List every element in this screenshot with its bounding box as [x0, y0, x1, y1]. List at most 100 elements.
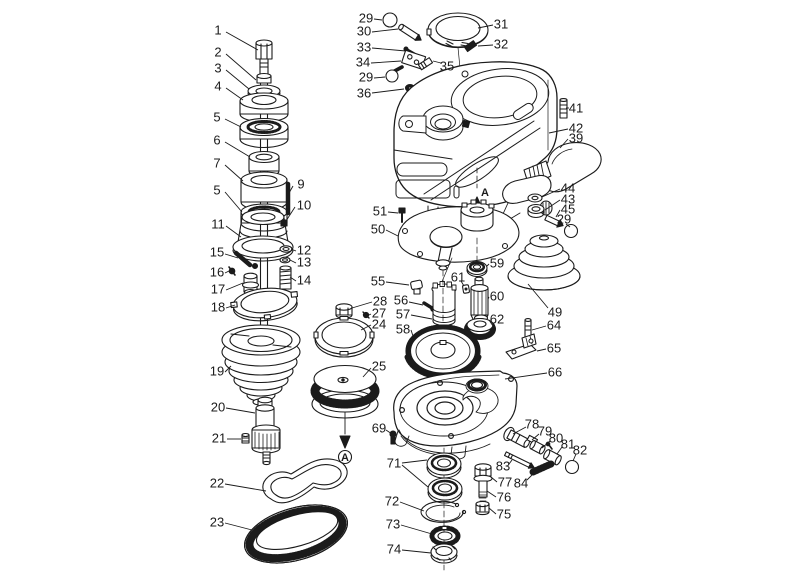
- part-callout-69-57: 69: [372, 421, 386, 436]
- part-callout-29-42: 29: [557, 212, 571, 227]
- part-callout-61-52: 61: [451, 270, 465, 285]
- leader-line-part-25: [362, 367, 372, 378]
- leader-line-part-33: [371, 47, 407, 52]
- part-43-nut-drawing: [527, 203, 545, 219]
- part-80-bushing-drawing: [529, 440, 546, 455]
- part-callout-74-61: 74: [387, 542, 401, 557]
- part-callout-79-66: 79: [538, 424, 552, 439]
- part-35-screw-drawing: [417, 57, 434, 71]
- leader-line-part-5: [224, 191, 243, 213]
- part-callout-66-56: 66: [548, 365, 562, 380]
- leader-line-part-43: [544, 199, 561, 211]
- leader-line-part-30: [371, 28, 399, 33]
- part-82-ball-drawing: [564, 459, 580, 475]
- part-callout-17-16: 17: [211, 282, 225, 297]
- leader-line-part-82: [572, 453, 577, 462]
- leader-line-part-64: [531, 325, 547, 331]
- part-5-bearing-upper-drawing: [239, 117, 289, 149]
- leader-line-part-4: [225, 87, 244, 101]
- part-4-flanged-housing-drawing: [239, 92, 289, 123]
- leader-line-part-23: [224, 522, 253, 531]
- part-callout-81-68: 81: [561, 437, 575, 452]
- leader-line-part-49: [527, 283, 549, 309]
- ref-marker-A-circled: A: [341, 452, 349, 464]
- part-callout-82-69: 82: [573, 443, 587, 458]
- part-callout-33-29: 33: [357, 40, 371, 55]
- part-callout-35-35: 35: [440, 59, 454, 74]
- leader-line-part-58: [410, 329, 415, 340]
- leader-line-part-51: [387, 211, 399, 214]
- leader-line-part-39: [559, 138, 569, 149]
- leader-line-part-71: [401, 464, 429, 488]
- part-callout-51-45: 51: [373, 204, 387, 219]
- part-callout-12-11: 12: [297, 243, 311, 258]
- part-58-main-gear-drawing: [404, 324, 482, 380]
- leader-line-part-13: [289, 259, 297, 264]
- part-29-ball-top-drawing: [382, 12, 398, 28]
- leader-line-part-84: [526, 472, 535, 481]
- part-callout-60-51: 60: [490, 289, 504, 304]
- part-callout-28-26: 28: [373, 294, 387, 309]
- part-callout-1-0: 1: [214, 23, 221, 38]
- part-20-splined-shaft-drawing: [251, 396, 281, 466]
- part-69-screw-drawing: [389, 430, 397, 445]
- part-13-ring-drawing: [279, 256, 291, 264]
- part-callout-3-2: 3: [214, 61, 221, 76]
- part-callout-34-30: 34: [356, 55, 370, 70]
- part-callout-55-46: 55: [371, 274, 385, 289]
- part-27-setscrew-drawing: [362, 311, 370, 319]
- part-45-pin-drawing: [544, 214, 564, 228]
- part-71-bearing-upper-drawing: [426, 452, 462, 479]
- part-callout-22-21: 22: [210, 476, 224, 491]
- part-callout-29-31: 29: [359, 70, 373, 85]
- part-15-pin-drawing: [233, 250, 259, 270]
- part-callout-43-40: 43: [561, 192, 575, 207]
- part-callout-7-6: 7: [213, 156, 220, 171]
- leader-line-part-76: [486, 490, 497, 498]
- part-callout-14-13: 14: [297, 273, 311, 288]
- leader-line-part-61: [460, 280, 465, 287]
- part-6-spacer-ring-drawing: [248, 150, 280, 178]
- part-23-toothed-belt-drawing: [244, 504, 348, 564]
- part-callout-42-37: 42: [569, 121, 583, 136]
- leader-line-part-81: [556, 446, 563, 455]
- part-66-gear-housing-drawing: [393, 370, 518, 460]
- part-84-spring-drawing: [529, 460, 555, 476]
- part-callout-72-59: 72: [385, 494, 399, 509]
- part-callout-36-32: 36: [357, 86, 371, 101]
- part-callout-39-38: 39: [569, 131, 583, 146]
- leader-line-part-16: [224, 270, 230, 274]
- leader-line-part-79: [531, 433, 540, 441]
- leader-line-part-6: [224, 141, 251, 158]
- part-18-ring-drawing: [230, 287, 299, 322]
- leader-line-part-19: [224, 365, 232, 373]
- part-76-bolt-shank-drawing: [478, 480, 488, 502]
- leader-line-part-59: [486, 263, 490, 267]
- leader-line-part-44: [541, 188, 561, 198]
- centerline-ring-to-opening: [457, 47, 461, 69]
- part-callout-59-50: 59: [490, 256, 504, 271]
- part-callout-84-71: 84: [514, 476, 528, 491]
- part-57-clutch-sleeve-drawing: [431, 281, 457, 327]
- leader-line-part-78: [512, 426, 527, 435]
- part-callout-78-65: 78: [525, 417, 539, 432]
- part-callout-75-62: 75: [497, 507, 511, 522]
- leader-line-part-1: [225, 31, 259, 51]
- part-14-spring-drawing: [279, 265, 292, 290]
- leader-line-part-72: [399, 501, 425, 512]
- part-55-fitting-drawing: [410, 279, 423, 295]
- leader-line-part-10: [285, 206, 296, 222]
- part-28-nut-drawing: [335, 303, 353, 319]
- leader-line-part-65: [536, 348, 547, 352]
- part-callout-62-53: 62: [490, 312, 504, 327]
- leader-line-part-66: [504, 372, 548, 380]
- part-callout-20-19: 20: [211, 400, 225, 415]
- leader-line-part-34: [370, 60, 402, 64]
- part-callout-41-36: 41: [569, 101, 583, 116]
- leader-line-part-24: [360, 324, 372, 331]
- part-44-washer-drawing: [527, 193, 543, 203]
- part-callout-27-25: 27: [372, 306, 386, 321]
- part-83-rod-drawing: [503, 451, 535, 469]
- part-callout-5-4: 5: [213, 110, 220, 125]
